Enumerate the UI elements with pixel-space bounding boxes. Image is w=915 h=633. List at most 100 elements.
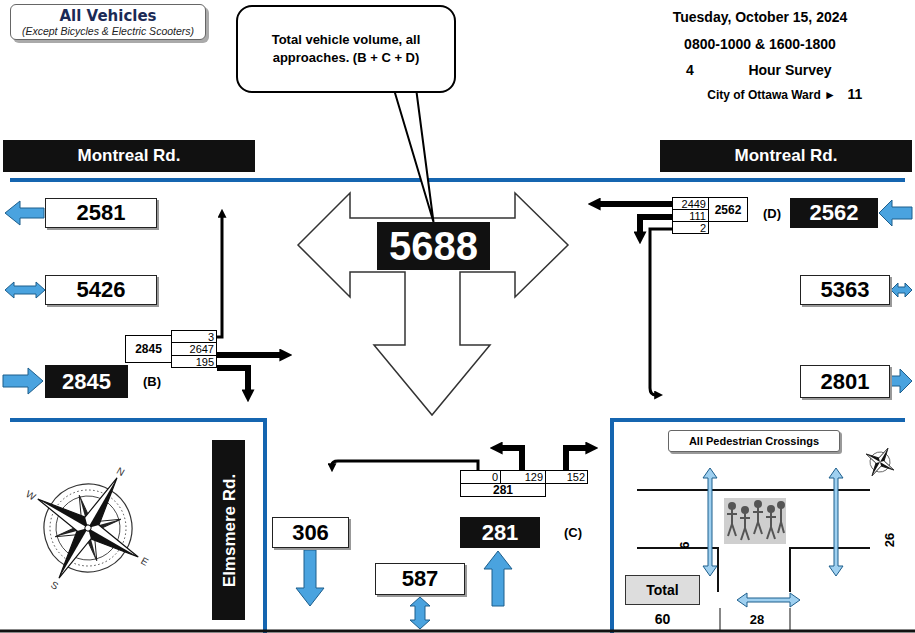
- node-text: 281: [460, 517, 540, 548]
- callout-bubble: Total vehicle volume, all approaches. (B…: [236, 5, 456, 93]
- volume-arrows: [3, 200, 912, 629]
- node-text: (B): [135, 365, 169, 398]
- node-text: Montreal Rd.: [660, 140, 912, 172]
- compass-letter: S: [44, 574, 66, 596]
- callout-tail-shape: [394, 91, 433, 222]
- inbound-arrow: [484, 551, 512, 606]
- through-arrow: [598, 201, 672, 207]
- turn-arrow: [217, 368, 248, 392]
- road-edge-line: [10, 178, 905, 182]
- crosswalk-arrow: [737, 593, 800, 607]
- crosswalk-arrow: [703, 468, 717, 576]
- ward-number: 11: [840, 84, 870, 104]
- street-band: Montreal Rd.: [660, 140, 912, 172]
- compass-letter: W: [20, 484, 42, 506]
- node-text: 2581: [46, 199, 156, 227]
- node-text: 281: [460, 483, 546, 497]
- outbound-arrow: [5, 201, 44, 225]
- inbound-arrow: [3, 368, 43, 394]
- node-text: 152: [545, 470, 588, 484]
- outbound-arrow: [891, 369, 912, 393]
- volume-box: 5426: [45, 275, 157, 305]
- street-band: Montreal Rd.: [3, 140, 255, 172]
- compass-letter: N: [110, 460, 132, 482]
- node-text: 2562: [790, 198, 878, 228]
- survey-hours: 0800-1000 & 1600-1800: [620, 34, 900, 54]
- compass-ticks: [36, 476, 140, 580]
- panel-title: All Pedestrian Crossings: [668, 430, 840, 452]
- turn-count-table: 284532647195: [125, 330, 217, 368]
- two-way-arrow: [891, 283, 912, 297]
- compass-ring: [44, 484, 131, 571]
- ward-label: City of Ottawa Ward ►: [600, 86, 836, 104]
- curb-line: [790, 548, 870, 592]
- turn-count-table: 0129152281: [460, 470, 588, 497]
- node-text: 2845: [125, 335, 172, 363]
- road-edge: [10, 180, 905, 633]
- node-text: (Except Bicycles & Electric Scooters): [11, 24, 205, 38]
- node-text: 2845: [45, 365, 128, 398]
- volume-box: 306: [272, 517, 349, 548]
- legend-box: All Vehicles(Except Bicycles & Electric …: [10, 4, 206, 40]
- volume-box: 5363: [800, 275, 890, 305]
- movement-arrows: [216, 204, 672, 470]
- pedestrian-crowd: [724, 498, 786, 544]
- volume-box: 2581: [45, 198, 157, 228]
- approach-box: 281(C): [460, 517, 540, 548]
- compass-letter: E: [134, 550, 156, 572]
- compass-ring: [28, 468, 148, 588]
- survey-length: Hour Survey: [735, 60, 845, 80]
- street-band: Elmsmere Rd.: [212, 440, 245, 620]
- total-outline-arrow: [298, 193, 568, 415]
- small-compass: [858, 440, 902, 484]
- node-text: 5688: [377, 222, 490, 270]
- node-text: 0: [460, 470, 501, 484]
- survey-length: 4: [675, 60, 705, 80]
- turn-arrow: [216, 216, 222, 337]
- crosswalk-arrows: [703, 468, 843, 607]
- approach-box: 2845(B): [45, 365, 128, 398]
- node-text: Total vehicle volume, all approaches. (B…: [248, 11, 444, 87]
- node-text: (D): [758, 198, 786, 228]
- outbound-arrow: [296, 550, 324, 606]
- crossing-count: 28: [740, 608, 774, 630]
- compass-star-minor: [46, 486, 129, 569]
- callout-tail: [394, 91, 433, 222]
- volume-box: 587: [375, 563, 465, 595]
- node-text: All Pedestrian Crossings: [669, 431, 839, 451]
- crosswalk-arrow: [829, 468, 843, 576]
- turn-arrow: [650, 229, 672, 395]
- node-text: Montreal Rd.: [3, 140, 255, 172]
- node-text: 195: [171, 355, 217, 368]
- node-text: (C): [556, 517, 590, 548]
- two-way-arrow: [410, 597, 430, 629]
- node-text: 2562: [708, 197, 748, 222]
- node-text: Total: [626, 576, 699, 604]
- two-way-arrow: [5, 282, 45, 298]
- node-text: 129: [500, 470, 546, 484]
- bottom-rule: [0, 630, 915, 633]
- turn-arrow: [332, 461, 478, 470]
- compass-star: [9, 449, 167, 607]
- pedestrian-total: Total60: [625, 575, 700, 605]
- compass-rose: [9, 449, 167, 607]
- inbound-arrow: [879, 200, 912, 226]
- crossing-count: 6: [672, 533, 696, 557]
- turn-arrow: [500, 448, 522, 470]
- node-text: 2801: [801, 366, 889, 397]
- node-text: 60: [626, 608, 699, 630]
- node-text: 2647: [171, 342, 217, 356]
- node-text: Elmsmere Rd.: [212, 440, 245, 620]
- turn-arrow: [640, 217, 672, 234]
- node-text: 306: [273, 518, 348, 547]
- turn-count-table: 256224491112: [672, 197, 748, 234]
- node-text: 5363: [801, 276, 889, 304]
- road-edge-line: [10, 420, 265, 633]
- node-text: 587: [376, 564, 464, 594]
- total-row-rules: [720, 608, 790, 630]
- road-edge-line: [612, 420, 905, 633]
- approach-box: 2562(D): [790, 198, 878, 228]
- crossing-count: 26: [877, 527, 901, 553]
- total-box: 5688: [377, 222, 490, 270]
- node-text: 5426: [46, 276, 156, 304]
